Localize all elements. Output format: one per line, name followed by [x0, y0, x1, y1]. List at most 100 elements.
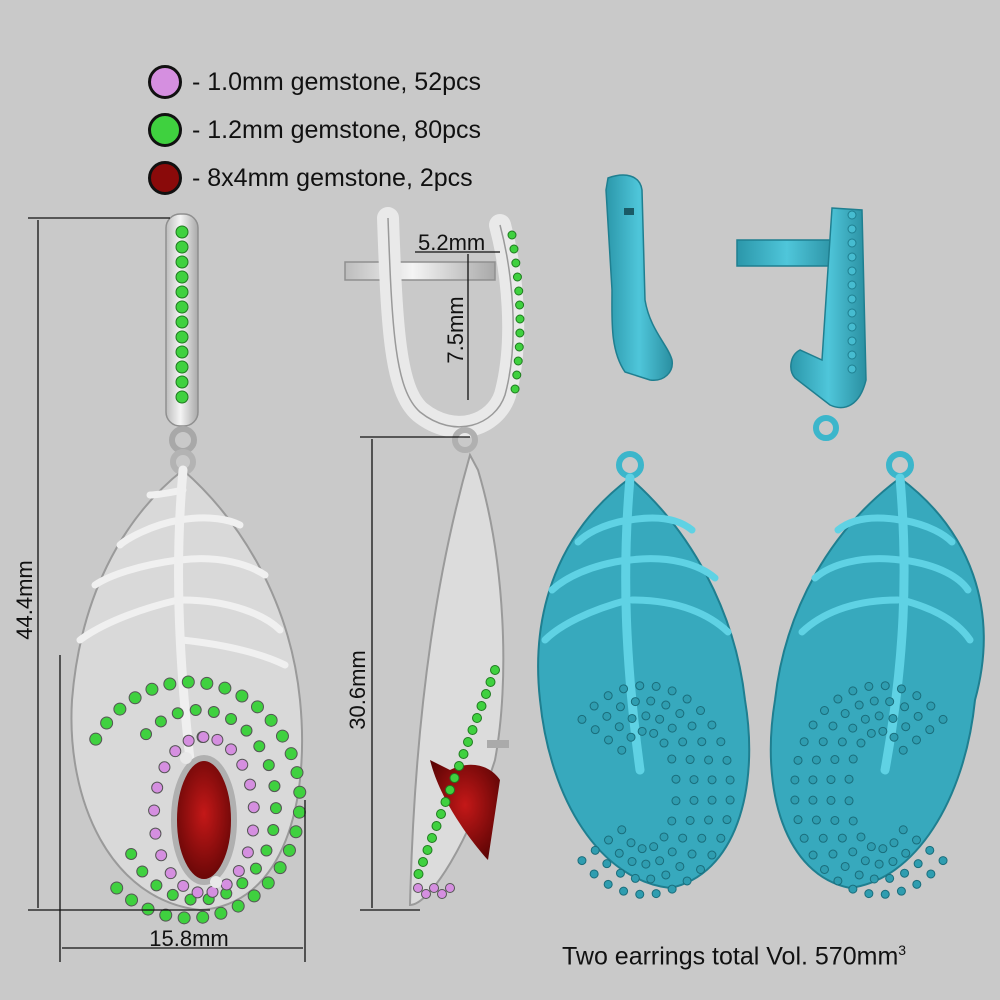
bead — [707, 795, 717, 805]
bead — [667, 754, 677, 764]
gemstone — [125, 893, 139, 907]
bead — [900, 702, 910, 712]
bead — [819, 706, 829, 716]
gemstone — [136, 865, 149, 878]
gemstone — [225, 712, 238, 725]
gemstone — [206, 885, 219, 898]
bead — [615, 702, 625, 712]
wax-latch-part — [605, 174, 673, 381]
wax-hook-part — [736, 207, 867, 441]
gemstone — [175, 375, 189, 389]
bead — [866, 842, 876, 852]
gemstone — [463, 737, 473, 747]
gemstone — [175, 345, 189, 359]
bead — [828, 849, 838, 859]
gemstone — [247, 801, 260, 814]
gemstone — [267, 824, 280, 837]
bead — [847, 336, 857, 346]
bead — [687, 849, 697, 859]
gemstone — [145, 682, 159, 696]
gemstone — [182, 734, 195, 747]
bead — [854, 700, 864, 710]
bead — [837, 737, 847, 747]
gemstone — [232, 864, 245, 877]
gemstone — [196, 910, 210, 924]
bead — [793, 815, 803, 825]
gemstone — [244, 778, 257, 791]
bead — [847, 308, 857, 318]
gemstone — [427, 833, 437, 843]
bead — [722, 755, 732, 765]
gemstone — [207, 705, 220, 718]
bead — [847, 280, 857, 290]
gemstone — [507, 230, 517, 240]
gemstone — [512, 370, 522, 380]
hook-bead-row — [847, 210, 857, 374]
bead — [697, 737, 707, 747]
gemstone — [200, 676, 214, 690]
bead — [856, 738, 866, 748]
side-view-earring — [344, 207, 525, 907]
bead — [844, 774, 854, 784]
gemstone — [166, 888, 179, 901]
bead — [912, 691, 922, 701]
gemstone — [175, 315, 189, 329]
gemstone — [514, 286, 524, 296]
bead — [913, 711, 923, 721]
bead — [912, 879, 922, 889]
bead — [874, 711, 884, 721]
legend-label: - 8x4mm gemstone, 2pcs — [192, 163, 473, 192]
gemstone — [163, 677, 177, 691]
bead — [615, 868, 625, 878]
gemstone — [148, 804, 161, 817]
gemstone — [454, 761, 464, 771]
bead — [671, 796, 681, 806]
bead — [847, 350, 857, 360]
side-purple-gemstones — [413, 883, 455, 899]
gemstone — [191, 886, 204, 899]
bead — [847, 364, 857, 374]
gemstone — [269, 802, 282, 815]
gemstone — [247, 889, 261, 903]
bead — [913, 859, 923, 869]
bead — [603, 879, 613, 889]
bead — [667, 816, 677, 826]
bead — [689, 795, 699, 805]
bead — [901, 722, 911, 732]
legend-item-1-2mm: - 1.2mm gemstone, 80pcs — [148, 106, 481, 154]
gemstone — [511, 258, 521, 268]
gemstone — [509, 244, 519, 254]
gemstone — [284, 747, 298, 761]
bead — [826, 795, 836, 805]
bead — [707, 775, 717, 785]
bead — [661, 700, 671, 710]
bead — [818, 737, 828, 747]
bead — [722, 815, 732, 825]
gemstone — [241, 846, 254, 859]
feather-barbs — [76, 486, 289, 669]
gemstone — [184, 893, 197, 906]
gemstone — [515, 314, 525, 324]
gemstone — [175, 360, 189, 374]
gemstone — [140, 728, 153, 741]
bead — [614, 722, 624, 732]
bead — [938, 856, 948, 866]
gemstone — [275, 729, 289, 743]
bead — [901, 848, 911, 858]
gemstone — [169, 745, 182, 758]
bead — [869, 696, 879, 706]
bead — [900, 868, 910, 878]
bead — [603, 835, 613, 845]
gemstone — [175, 390, 189, 404]
gemstone — [260, 844, 273, 857]
bead — [671, 774, 681, 784]
bead — [808, 720, 818, 730]
bead — [630, 697, 640, 707]
bead — [626, 838, 636, 848]
bead — [828, 721, 838, 731]
bead — [697, 833, 707, 843]
bead — [687, 721, 697, 731]
gemstone — [436, 809, 446, 819]
bead — [830, 755, 840, 765]
bead — [675, 861, 685, 871]
